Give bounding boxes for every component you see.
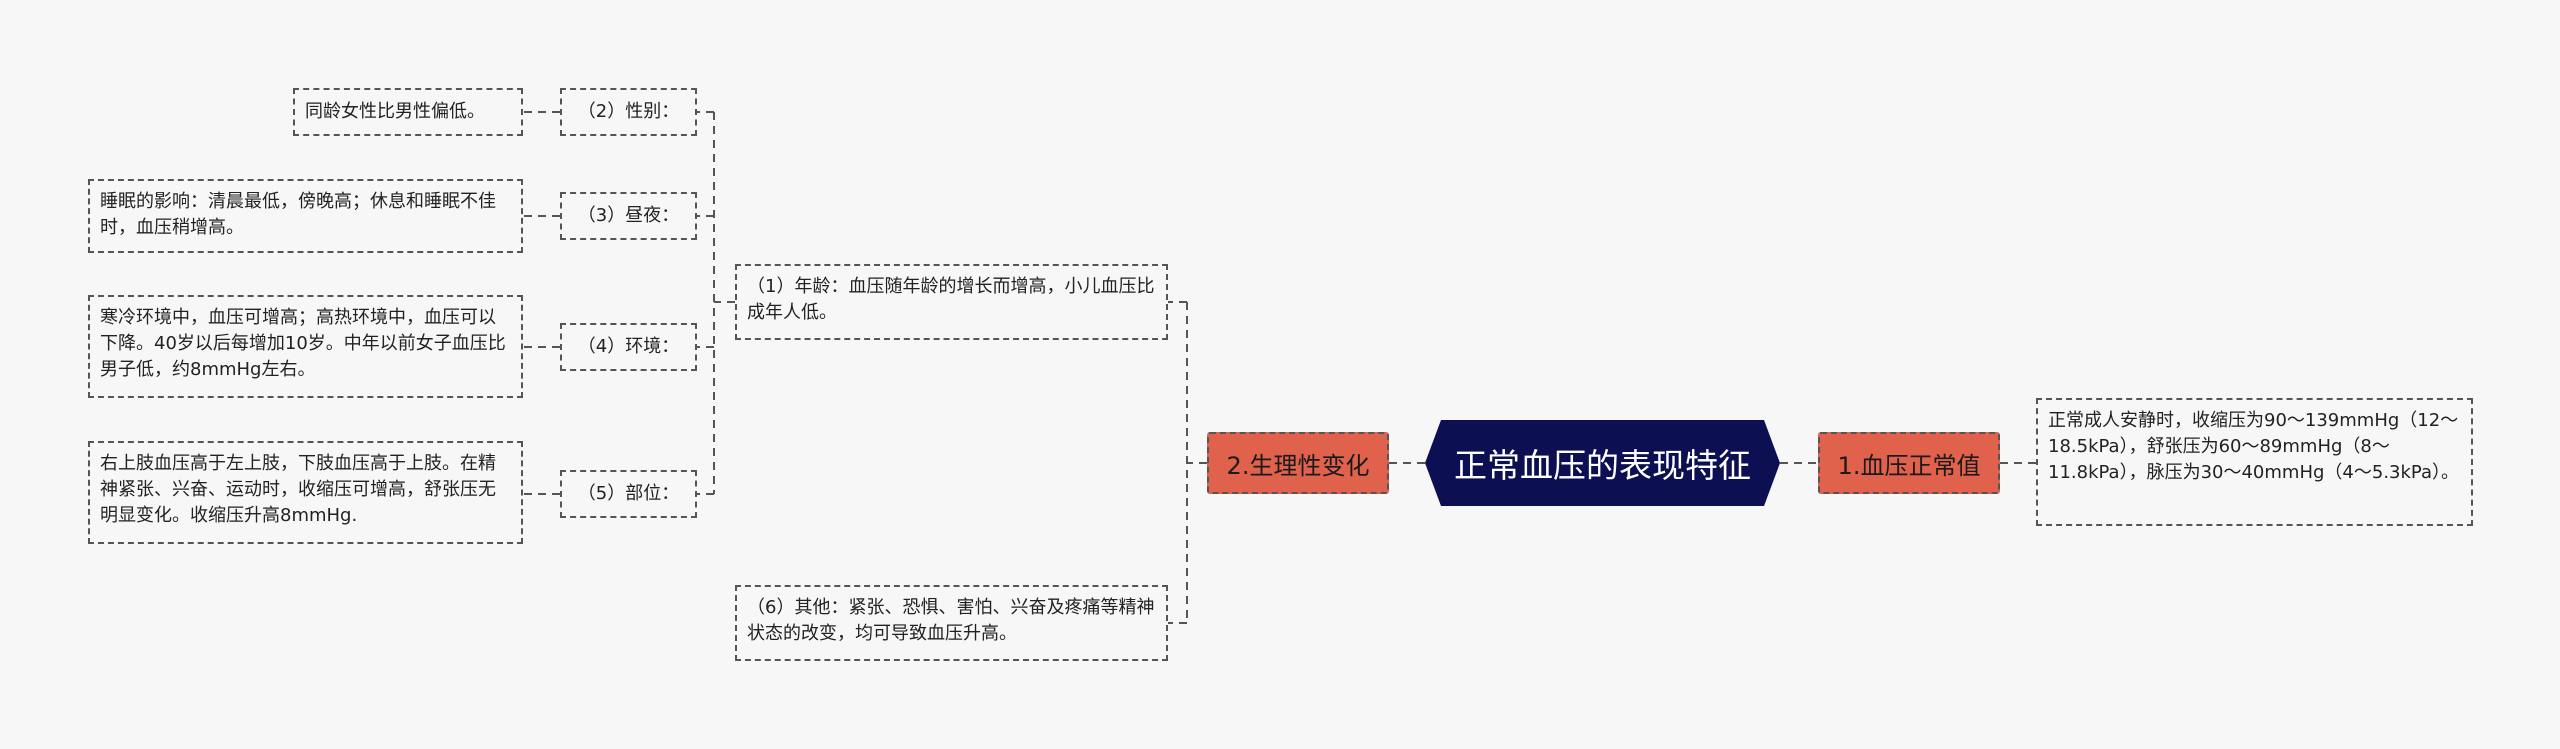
age-node[interactable]: （1）年龄：血压随年龄的增长而增高，小儿血压比成年人低。 (735, 264, 1168, 340)
link-branch2-spine (1168, 301, 1207, 624)
body-part-detail-node[interactable]: 右上肢血压高于左上肢，下肢血压高于上肢。在精神紧张、兴奋、运动时，收缩压可增高，… (88, 441, 523, 544)
day-night-detail-node[interactable]: 睡眠的影响：清晨最低，傍晚高；休息和睡眠不佳时，血压稍增高。 (88, 179, 523, 253)
other-factors-node[interactable]: （6）其他：紧张、恐惧、害怕、兴奋及疼痛等精神状态的改变，均可导致血压升高。 (735, 585, 1168, 661)
link-age-spine (697, 111, 735, 495)
normal-values-detail[interactable]: 正常成人安静时，收缩压为90～139mmHg（12～18.5kPa），舒张压为6… (2036, 398, 2473, 526)
environment-node[interactable]: （4）环境： (560, 323, 697, 371)
age-node-text: （1）年龄：血压随年龄的增长而增高，小儿血压比成年人低。 (747, 276, 1155, 323)
environment-detail-text: 寒冷环境中，血压可增高；高热环境中，血压可以下降。40岁以后每增加10岁。中年以… (100, 307, 506, 380)
body-part-node-label: （5）部位： (577, 483, 680, 504)
day-night-node-label: （3）昼夜： (577, 205, 680, 226)
branch-normal-values-label: 1.血压正常值 (1837, 451, 1981, 480)
branch-normal-values[interactable]: 1.血压正常值 (1818, 432, 2000, 494)
other-factors-node-text: （6）其他：紧张、恐惧、害怕、兴奋及疼痛等精神状态的改变，均可导致血压升高。 (747, 597, 1155, 644)
sex-detail-text: 同龄女性比男性偏低。 (305, 101, 485, 122)
branch-physiological-changes-label: 2.生理性变化 (1226, 451, 1370, 480)
body-part-node[interactable]: （5）部位： (560, 470, 697, 518)
branch-physiological-changes[interactable]: 2.生理性变化 (1207, 432, 1389, 494)
sex-node-label: （2）性别： (577, 101, 680, 122)
day-night-node[interactable]: （3）昼夜： (560, 192, 697, 240)
sex-detail-node[interactable]: 同龄女性比男性偏低。 (293, 88, 523, 136)
sex-node[interactable]: （2）性别： (560, 88, 697, 136)
central-topic[interactable]: 正常血压的表现特征 (1425, 420, 1780, 506)
body-part-detail-text: 右上肢血压高于左上肢，下肢血压高于上肢。在精神紧张、兴奋、运动时，收缩压可增高，… (100, 453, 496, 526)
environment-detail-node[interactable]: 寒冷环境中，血压可增高；高热环境中，血压可以下降。40岁以后每增加10岁。中年以… (88, 295, 523, 398)
day-night-detail-text: 睡眠的影响：清晨最低，傍晚高；休息和睡眠不佳时，血压稍增高。 (100, 191, 496, 238)
environment-node-label: （4）环境： (577, 336, 680, 357)
normal-values-detail-text: 正常成人安静时，收缩压为90～139mmHg（12～18.5kPa），舒张压为6… (2048, 410, 2459, 483)
central-topic-label: 正常血压的表现特征 (1454, 446, 1751, 485)
